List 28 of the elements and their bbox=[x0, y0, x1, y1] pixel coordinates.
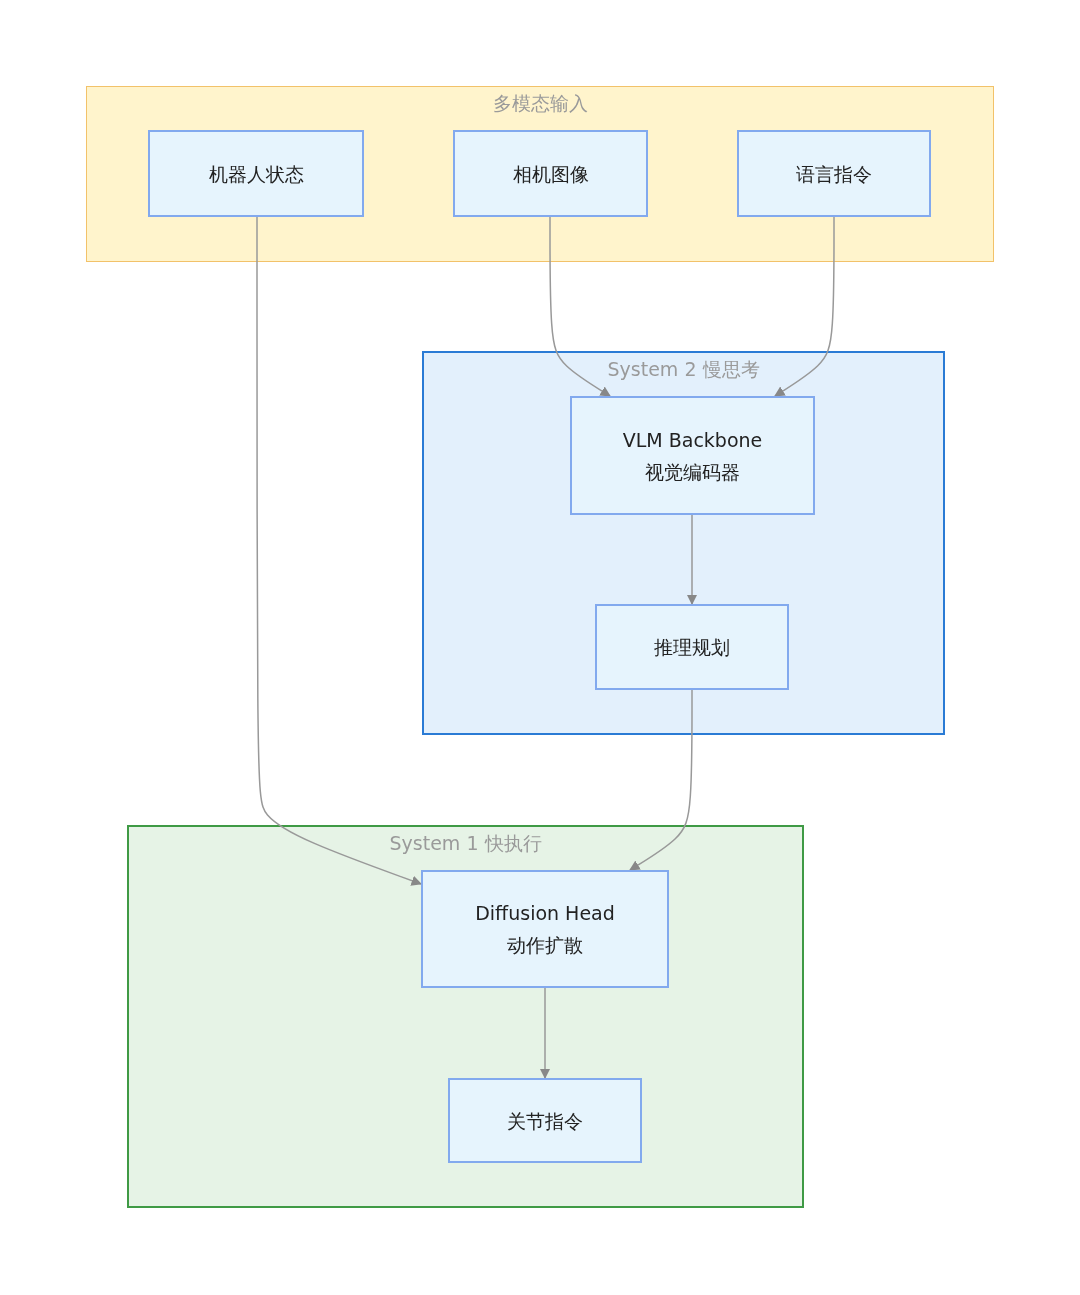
group-title: 多模态输入 bbox=[491, 91, 589, 116]
node-label: VLM Backbone bbox=[622, 427, 763, 453]
group-panel bbox=[86, 86, 994, 262]
arrow bbox=[629, 689, 693, 871]
process-box bbox=[421, 870, 669, 988]
process-box bbox=[453, 130, 648, 217]
arrow bbox=[256, 216, 422, 886]
arrow bbox=[686, 514, 698, 606]
node-label: 机器人状态 bbox=[208, 161, 304, 187]
process-box bbox=[448, 1078, 642, 1163]
node-label: 相机图像 bbox=[512, 161, 589, 187]
arrow bbox=[549, 216, 611, 397]
node-label: 动作扩散 bbox=[507, 933, 583, 958]
node-label: 视觉编码器 bbox=[645, 459, 740, 485]
arrow bbox=[774, 216, 835, 397]
node-label: 推理规划 bbox=[654, 635, 730, 660]
group-title: System 1 快执行 bbox=[388, 831, 543, 856]
node-label: 语言指令 bbox=[796, 161, 872, 187]
node-label: 关节指令 bbox=[507, 1108, 583, 1134]
group-title: System 2 慢思考 bbox=[606, 357, 761, 382]
node-label: Diffusion Head bbox=[475, 901, 615, 926]
group-panel bbox=[127, 825, 804, 1208]
group-panel bbox=[422, 351, 945, 735]
process-box bbox=[737, 130, 931, 217]
arrow bbox=[539, 987, 551, 1080]
process-box bbox=[148, 130, 364, 217]
process-box bbox=[595, 604, 789, 690]
process-box bbox=[570, 396, 815, 515]
